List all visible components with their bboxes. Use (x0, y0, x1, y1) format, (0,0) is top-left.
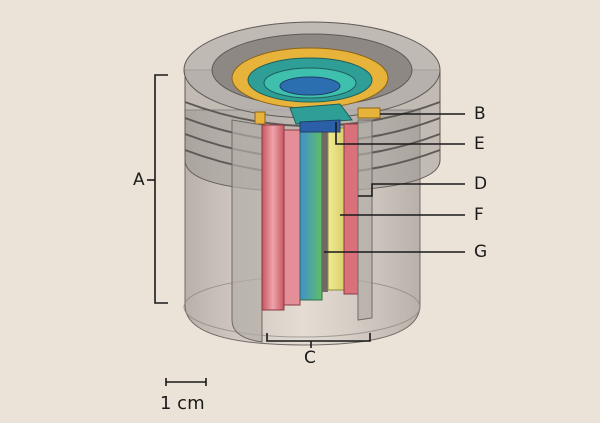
label-b: B (474, 104, 486, 124)
label-f: F (474, 205, 484, 225)
label-e: E (474, 134, 485, 154)
scale-bar-label: 1 cm (160, 393, 205, 414)
red-layer-left (283, 129, 301, 306)
leader-lines (147, 74, 465, 386)
label-a: A (133, 170, 145, 190)
scale-bar (165, 378, 207, 386)
yellow-layer (327, 127, 345, 291)
label-d: D (474, 174, 488, 194)
leader-d (358, 183, 465, 197)
red-separator-left (261, 124, 285, 311)
bracket-c (266, 333, 371, 342)
bracket-a (154, 74, 168, 304)
core (299, 131, 323, 301)
label-c: C (304, 348, 316, 368)
red-layer-right (343, 123, 359, 295)
current-collector (322, 132, 328, 292)
label-g: G (474, 242, 488, 262)
gold-gasket (231, 47, 389, 125)
leader-e (335, 122, 465, 145)
